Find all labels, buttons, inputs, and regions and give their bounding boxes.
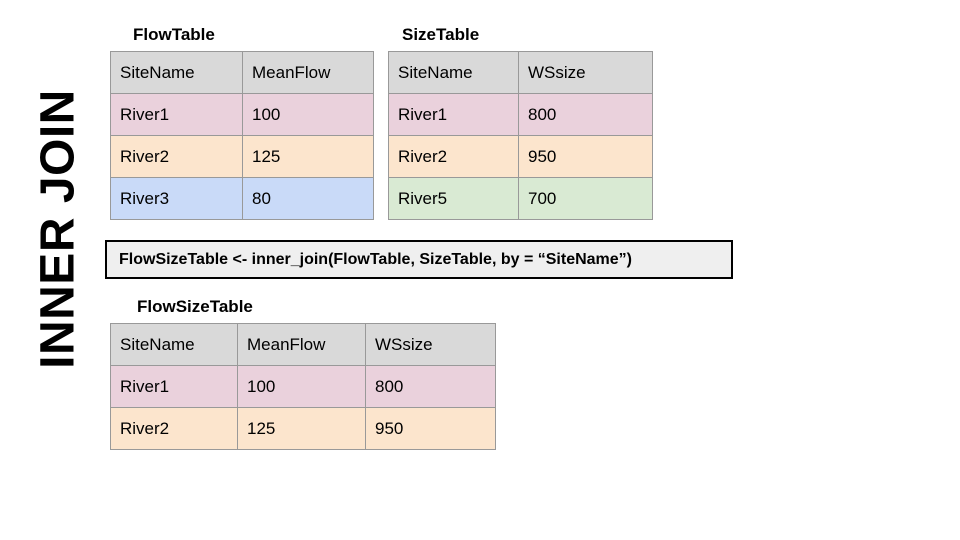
column-header: WSsize <box>365 323 496 366</box>
size-table-title: SizeTable <box>402 25 480 44</box>
result-table-title: FlowSizeTable <box>137 297 253 316</box>
table-cell: 125 <box>237 407 366 450</box>
flow-table-title: FlowTable <box>133 25 215 44</box>
table-cell: 100 <box>237 365 366 408</box>
column-header: MeanFlow <box>237 323 366 366</box>
table-cell: 100 <box>242 93 374 136</box>
table-cell: 800 <box>518 93 653 136</box>
table-cell: River2 <box>388 135 519 178</box>
table-cell: 950 <box>518 135 653 178</box>
inner-join-vertical-label: INNER JOIN <box>31 89 85 369</box>
table-cell: River5 <box>388 177 519 220</box>
column-header: MeanFlow <box>242 51 374 94</box>
column-header: SiteName <box>110 51 243 94</box>
column-header: WSsize <box>518 51 653 94</box>
table-cell: 700 <box>518 177 653 220</box>
column-header: SiteName <box>388 51 519 94</box>
table-cell: River3 <box>110 177 243 220</box>
table-cell: River1 <box>110 365 238 408</box>
table-cell: River2 <box>110 407 238 450</box>
table-cell: River1 <box>110 93 243 136</box>
table-cell: 800 <box>365 365 496 408</box>
table-cell: 80 <box>242 177 374 220</box>
inner-join-code-text: FlowSizeTable <- inner_join(FlowTable, S… <box>119 250 632 268</box>
inner-join-code-box: FlowSizeTable <- inner_join(FlowTable, S… <box>105 240 733 279</box>
table-cell: River2 <box>110 135 243 178</box>
table-cell: 950 <box>365 407 496 450</box>
table-cell: 125 <box>242 135 374 178</box>
table-cell: River1 <box>388 93 519 136</box>
column-header: SiteName <box>110 323 238 366</box>
